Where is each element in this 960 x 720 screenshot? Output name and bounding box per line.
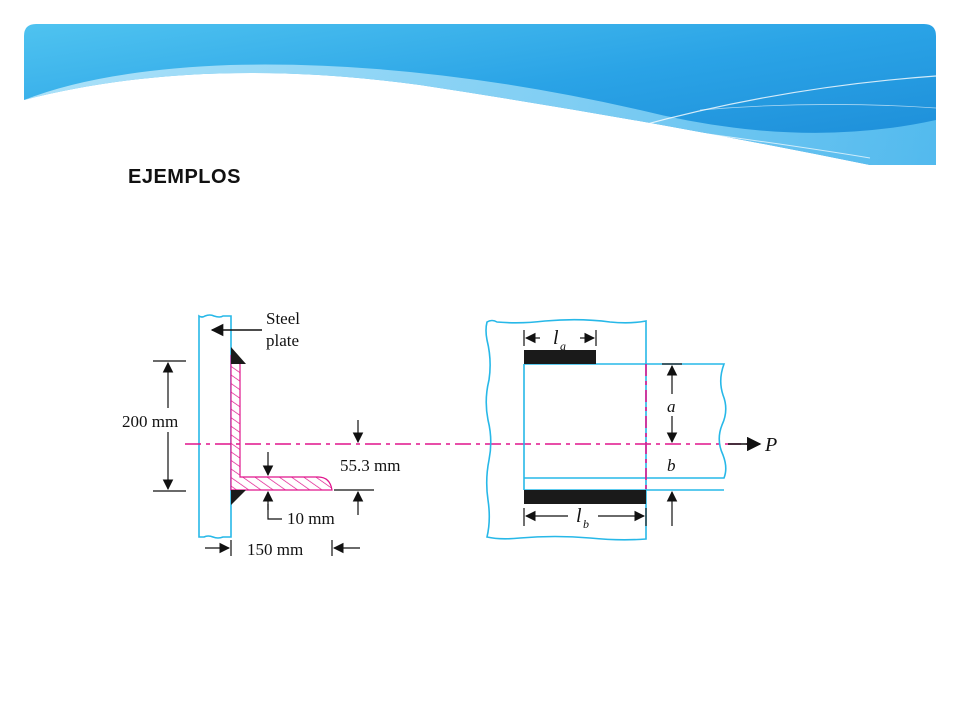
banner-highlight-line [559,75,937,151]
banner-wave [24,64,936,165]
angle-section [230,354,333,491]
weld-top-bar [524,350,596,364]
load-label: P [764,434,777,456]
banner-highlight-line [599,119,871,159]
weld-bottom [231,490,246,505]
dim-la-label: l [553,327,559,349]
dim-200-label: 200 mm [122,412,178,431]
left-view: Steel plate 200 mm 55.3 mm 10 mm 150 mm [122,309,400,559]
steel-plate-label: plate [266,331,299,350]
gusset-plate-outline [485,318,647,541]
dim-150-label: 150 mm [247,540,303,559]
steel-plate-outline [198,314,232,539]
slide-title: EJEMPLOS [128,166,241,188]
banner-highlight-line [699,104,937,111]
angle-member-outline [524,363,727,479]
header-banner [24,24,937,165]
dim-b-label: b [667,456,676,475]
dim-lb-subscript: b [583,517,589,531]
weld-top [231,347,246,364]
dim-a-label: a [667,397,676,416]
dim-10-label: 10 mm [287,509,335,528]
steel-plate-label: Steel [266,309,300,328]
dim-lb-label: l [576,505,582,527]
dim-10-leader [267,504,282,520]
right-view: l a l b a b [485,318,727,541]
dim-55-label: 55.3 mm [340,456,400,475]
weld-bottom-bar [524,490,646,504]
dim-la-subscript: a [560,339,566,353]
